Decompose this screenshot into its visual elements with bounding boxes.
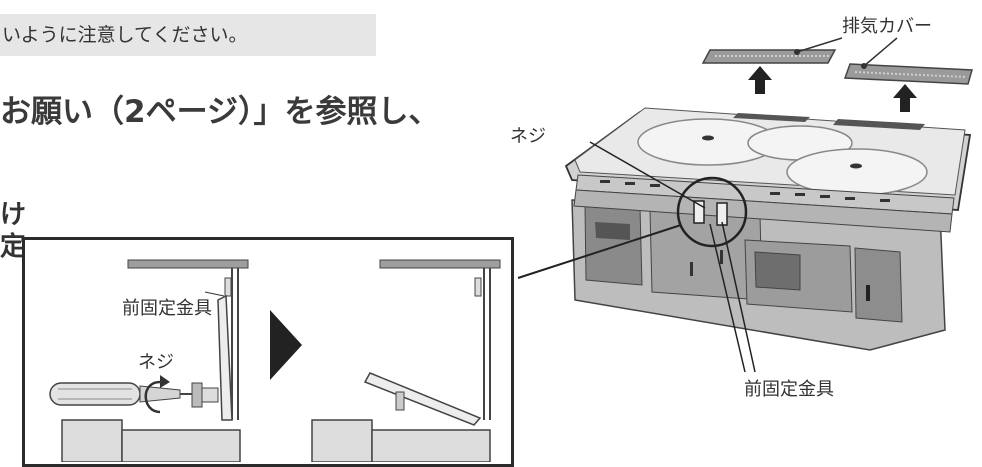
cabinet — [571, 199, 946, 351]
clipped-text-2: 定 — [0, 232, 27, 262]
next-arrow-icon — [270, 310, 302, 380]
caution-text: いように注意してください。 — [2, 24, 248, 46]
detail-before — [49, 259, 249, 462]
instruction-heading: お願い（2ページ）」を参照し、 — [0, 94, 440, 130]
exhaust-cover-right — [843, 63, 973, 85]
exhaust-cover-label: 排気カバー — [842, 16, 932, 37]
rotate-arrow-icon — [144, 380, 161, 414]
detail-highlight — [676, 176, 748, 248]
up-arrow-icon — [893, 84, 917, 112]
exhaust-cover-left — [701, 49, 837, 64]
caution-banner: いように注意してください。 — [0, 14, 376, 56]
detail-after — [311, 259, 501, 462]
front-bracket-label: 前固定金具 — [744, 379, 834, 400]
up-arrow-icon — [748, 66, 772, 94]
screw-label: ネジ — [510, 126, 546, 147]
clipped-text-1: け — [0, 200, 27, 230]
screw-detail-label: ネジ — [138, 352, 174, 373]
front-bracket-detail-label: 前固定金具 — [122, 298, 212, 319]
